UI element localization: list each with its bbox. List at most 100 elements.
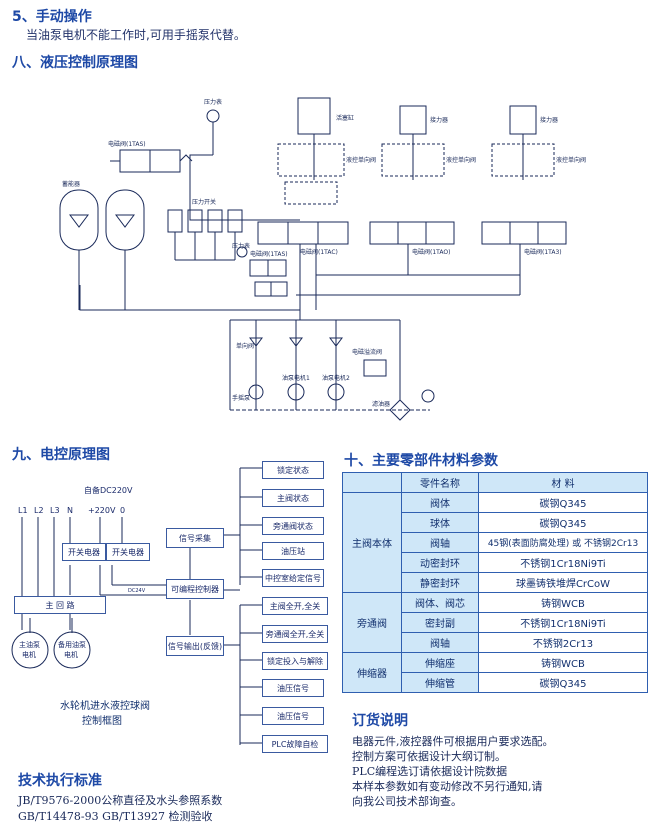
section5-text: 当油泵电机不能工作时,可用手摇泵代替。 xyxy=(26,28,246,42)
accumulator-1-mark xyxy=(69,214,89,228)
input-main-valve: 主阀状态 xyxy=(262,489,324,507)
label-dir-valve-2: 电磁阀(1TAO) xyxy=(412,248,450,256)
motor-1-line1: 主油泵 xyxy=(19,640,40,649)
header-part: 零件名称 xyxy=(401,472,479,493)
label-pressure-gauge: 压力表 xyxy=(204,98,222,106)
caption-line2: 控制框图 xyxy=(82,716,122,727)
part-material: 不锈钢1Cr18Ni9Ti xyxy=(478,552,648,573)
dir-valve-3a xyxy=(481,221,511,245)
pressure-gauge-2 xyxy=(236,246,248,258)
label-cylinder-3: 接力器 xyxy=(540,116,558,124)
pump-2 xyxy=(327,383,345,401)
plc-box: 可编程控制器 xyxy=(166,579,224,599)
output-pressure-1: 油压信号 xyxy=(262,679,324,697)
part-name: 阀体 xyxy=(401,492,479,513)
oil-level-gauge xyxy=(421,389,435,403)
order-line: 向我公司技术部询查。 xyxy=(352,795,462,808)
standard-line: JB/T9576-2000公称直径及水头参照系数 xyxy=(18,794,223,807)
label-solenoid-2: 电磁阀(1TAS) xyxy=(250,250,288,258)
standards-text: JB/T9576-2000公称直径及水头参照系数 GB/T14478-93 GB… xyxy=(18,793,222,825)
label-dir-valve-3: 电磁阀(1TA3) xyxy=(524,248,562,256)
pump-1 xyxy=(287,383,305,401)
solenoid-relief-valve xyxy=(363,359,387,377)
solenoid-valve-2 xyxy=(249,259,269,277)
check-valve-group-1 xyxy=(277,143,345,177)
cylinder-2 xyxy=(399,105,427,135)
label-relief-valve: 压力开关 xyxy=(192,198,216,206)
part-name: 伸缩管 xyxy=(401,672,479,693)
motor-1-line2: 电机 xyxy=(22,650,36,659)
main-circuit-box: 主 回 路 xyxy=(14,596,106,614)
label-cylinder-2: 接力器 xyxy=(430,116,448,124)
materials-table: 零件名称 材 料 主阀本体 阀体 碳钢Q345 球体 碳钢Q345 阀轴 45钢… xyxy=(342,472,648,693)
hydraulic-diagram: 压力表 电磁阀(1TAS) 蓄能器 压力开关 压力表 电磁阀(1TAS) 活塞缸… xyxy=(59,97,586,421)
label-dir-valve: 电磁阀(1TAC) xyxy=(300,248,338,256)
relief-valve-a xyxy=(167,209,183,233)
accumulator-1 xyxy=(59,189,99,251)
section10-title: 十、主要零部件材料参数 xyxy=(344,453,498,469)
group-main-valve: 主阀本体 xyxy=(342,492,402,593)
part-name: 阀轴 xyxy=(401,632,479,653)
hand-pump xyxy=(248,384,264,400)
label-accumulator: 蓄能器 xyxy=(62,180,80,188)
part-name: 球体 xyxy=(401,512,479,533)
section5-title: 5、手动操作 xyxy=(12,9,92,25)
line-220: +220V xyxy=(88,506,116,515)
line-l3: L3 xyxy=(50,506,60,515)
part-material: 碳钢Q345 xyxy=(478,492,648,513)
label-cylinder-1: 活塞缸 xyxy=(336,114,354,122)
accumulator-2-mark xyxy=(115,214,135,228)
check-valve-group-3 xyxy=(491,143,555,177)
part-name: 密封副 xyxy=(401,612,479,633)
check-valve-group-mid xyxy=(284,181,338,205)
cylinder-3 xyxy=(509,105,537,135)
input-oil-station: 油压站 xyxy=(262,542,324,560)
part-material: 不锈钢2Cr13 xyxy=(478,632,648,653)
header-material: 材 料 xyxy=(478,472,648,493)
switch-1: 开关电器 xyxy=(62,543,106,561)
order-text: 电器元件,液控器件可根据用户要求选配。 控制方案可依据设计大纲订制。 PLC编程… xyxy=(352,734,652,809)
order-line: 控制方案可依据设计大纲订制。 xyxy=(352,750,506,763)
part-name: 静密封环 xyxy=(401,572,479,593)
part-material: 铸钢WCB xyxy=(478,652,648,673)
part-material: 45钢(表面防腐处理) 或 不锈钢2Cr13 xyxy=(478,532,648,553)
label-pump-2: 油泵电机2 xyxy=(322,374,350,382)
pipe-main-left xyxy=(79,285,301,320)
input-bypass-valve: 旁通阀状态 xyxy=(262,517,324,535)
main-pump-motor-circle xyxy=(11,631,49,669)
label-hand-pump: 手摇泵 xyxy=(232,394,250,402)
input-lock-state: 锁定状态 xyxy=(262,461,324,479)
order-line: 电器元件,液控器件可根据用户要求选配。 xyxy=(352,735,554,748)
label-solenoid-main: 电磁溢流阀 xyxy=(352,348,382,356)
dir-valve-2a xyxy=(369,221,399,245)
label-check: 单向阀 xyxy=(236,342,254,350)
order-title: 订货说明 xyxy=(352,713,408,729)
input-control-room: 中控室给定信号 xyxy=(262,569,324,587)
accumulator-2 xyxy=(105,189,145,251)
relief-valve-c xyxy=(207,209,223,233)
part-name: 动密封环 xyxy=(401,552,479,573)
power-label: 自备DC220V xyxy=(84,485,133,495)
part-name: 阀轴 xyxy=(401,532,479,553)
solenoid-valve-1 xyxy=(119,149,151,173)
section9-title: 九、电控原理图 xyxy=(12,447,110,463)
output-bypass-valve: 旁通阀全开,全关 xyxy=(262,625,328,643)
caption-line1: 水轮机进水液控球阀 xyxy=(60,701,150,712)
label-valve-mid: 液控单向阀 xyxy=(446,156,476,164)
part-name: 伸缩座 xyxy=(401,652,479,673)
oil-filter xyxy=(389,399,411,421)
switch-2: 开关电器 xyxy=(106,543,150,561)
line-l1: L1 xyxy=(18,506,28,515)
motor-2-line2: 电机 xyxy=(64,650,78,659)
signal-in-box: 信号采集 xyxy=(166,528,224,548)
motor-2-line1: 备用油泵 xyxy=(58,640,86,649)
backup-pump-motor-circle xyxy=(53,631,91,669)
output-lock: 锁定投入与解除 xyxy=(262,652,328,670)
output-pressure-2: 油压信号 xyxy=(262,707,324,725)
part-material: 碳钢Q345 xyxy=(478,512,648,533)
standard-line: GB/T14478-93 GB/T13927 检测验收 xyxy=(18,810,213,823)
part-material: 球墨铸铁堆焊CrCoW xyxy=(478,572,648,593)
label-pump-1: 油泵电机1 xyxy=(282,374,310,382)
part-material: 铸钢WCB xyxy=(478,592,648,613)
relief-valve-d xyxy=(227,209,243,233)
